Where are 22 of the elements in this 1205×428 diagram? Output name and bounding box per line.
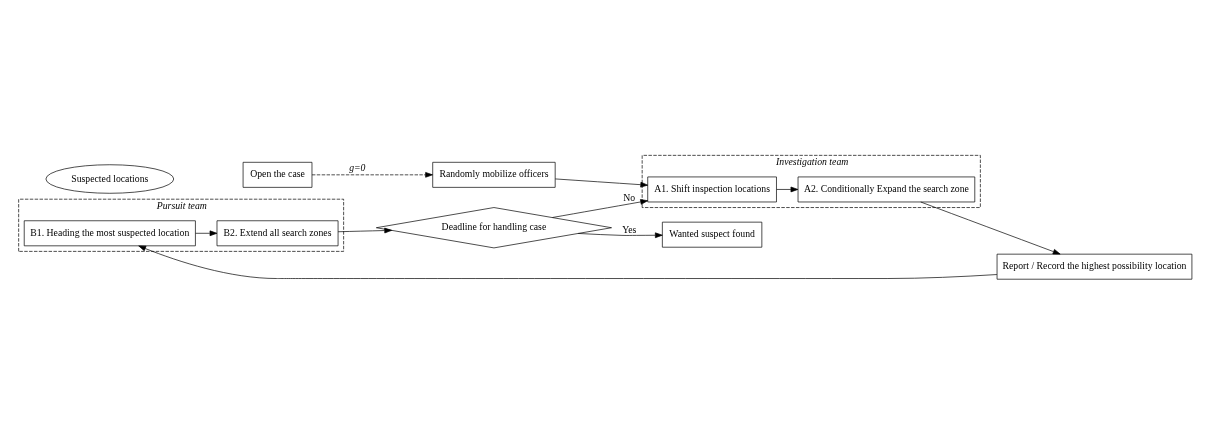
edge-label: No [623, 191, 636, 203]
node-box: Report / Record the highest possibility location [996, 253, 1193, 280]
arrow [776, 186, 799, 192]
node-ellipse: Suspected locations [45, 163, 175, 194]
arrow [552, 198, 648, 218]
edge-label: Yes [622, 223, 637, 235]
arrow [311, 171, 433, 178]
node-box: B1. Heading the most suspected location [23, 219, 196, 246]
arrow [554, 178, 649, 187]
node-box: Open the case [242, 161, 313, 188]
node-box: Randomly mobilize officers [432, 161, 556, 188]
arrow [337, 227, 392, 233]
node-diamond: Deadline for handling case [376, 206, 612, 248]
arrow [195, 230, 218, 236]
edge-label: g=0 [349, 161, 366, 173]
node-box: Wanted suspect found [662, 221, 763, 248]
arrow [920, 201, 1061, 254]
arrow [138, 245, 998, 279]
node-box: B2. Extend all search zones [216, 219, 339, 246]
node-box: A2. Conditionally Expand the search zone [797, 176, 976, 202]
node-box: A1. Shift inspection locations [647, 176, 777, 202]
arrow [577, 231, 663, 238]
